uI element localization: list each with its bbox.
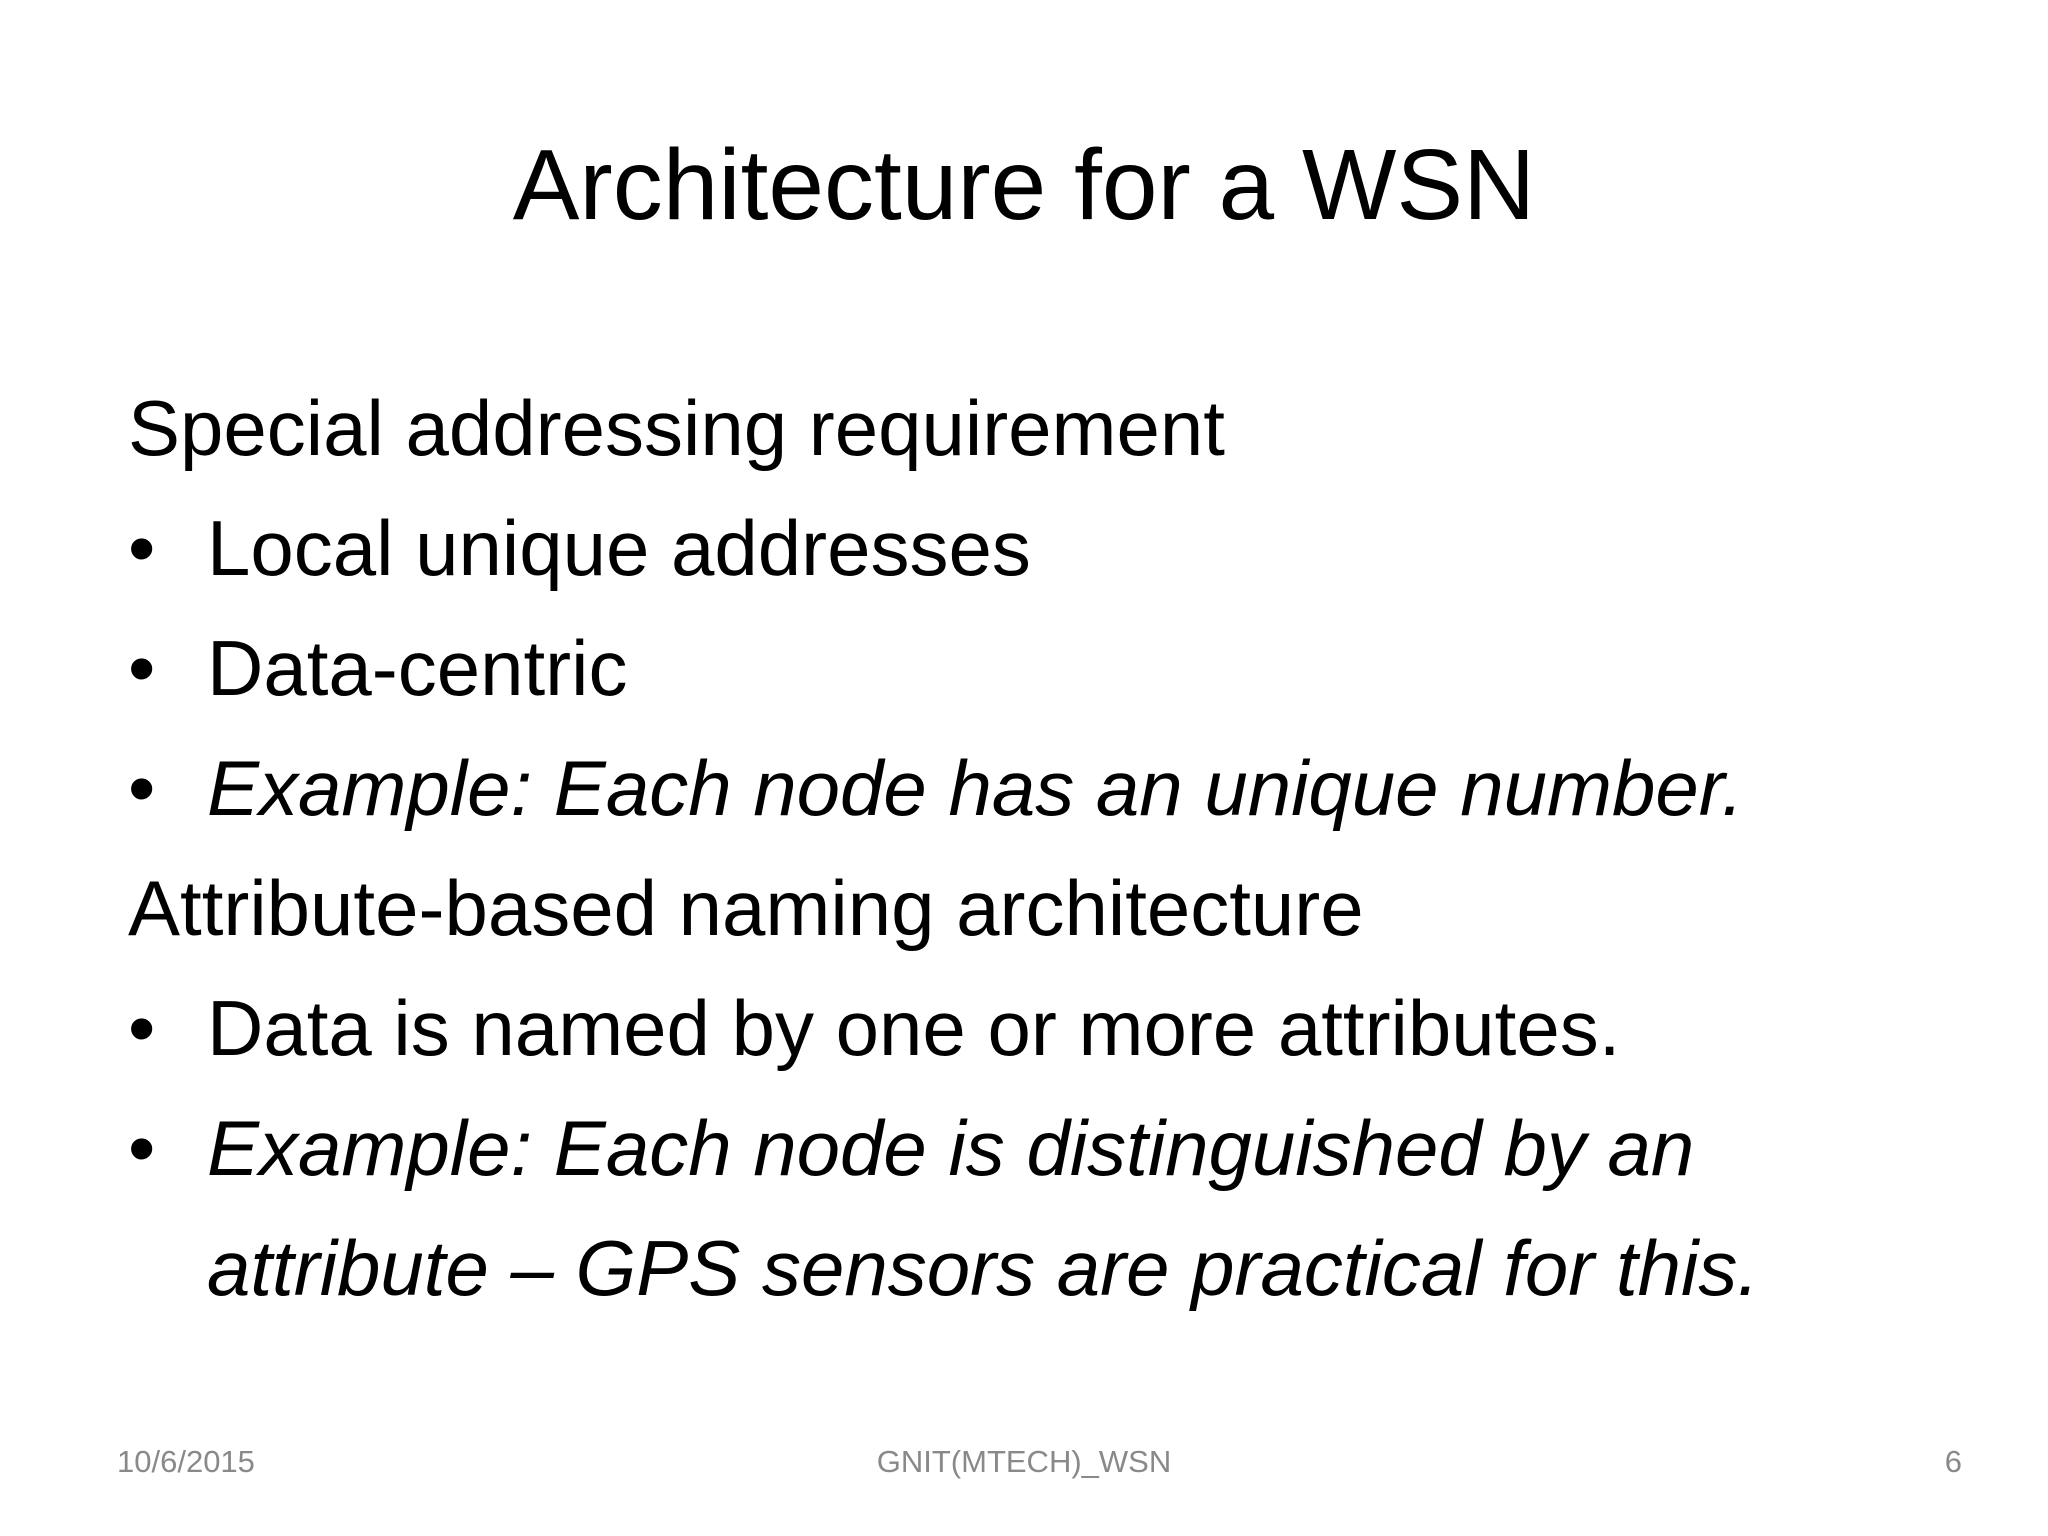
bullet-icon: • — [128, 504, 156, 592]
slide-footer: 10/6/2015 GNIT(MTECH)_WSN 6 — [0, 1442, 2048, 1482]
bullet-icon: • — [128, 984, 156, 1072]
content-line-bullet: • Example: Each node has an unique numbe… — [128, 728, 1828, 848]
bullet-text: Example: Each node has an unique number. — [207, 744, 1744, 832]
footer-page-number: 6 — [1944, 1444, 1962, 1479]
content-line-bullet: • Example: Each node is distinguished by… — [128, 1088, 1828, 1328]
content-line-heading: Special addressing requirement — [128, 368, 1828, 488]
footer-deck-name: GNIT(MTECH)_WSN — [876, 1444, 1172, 1479]
content-area: Special addressing requirement • Local u… — [128, 368, 1828, 1328]
bullet-text: Data-centric — [207, 624, 628, 712]
bullet-icon: • — [128, 624, 156, 712]
bullet-text: Data is named by one or more attributes. — [207, 984, 1621, 1072]
paragraph-text: Special addressing requirement — [128, 384, 1225, 472]
content-line-heading: Attribute-based naming architecture — [128, 848, 1828, 968]
content-line-bullet: • Data is named by one or more attribute… — [128, 968, 1828, 1088]
slide-title: Architecture for a WSN — [512, 129, 1536, 241]
bullet-text: Example: Each node is distinguished by a… — [207, 1104, 1760, 1312]
paragraph-text: Attribute-based naming architecture — [128, 864, 1364, 952]
bullet-icon: • — [128, 744, 156, 832]
bullet-text: Local unique addresses — [207, 504, 1031, 592]
content-line-bullet: • Local unique addresses — [128, 488, 1828, 608]
footer-date: 10/6/2015 — [117, 1444, 255, 1479]
content-line-bullet: • Data-centric — [128, 608, 1828, 728]
bullet-icon: • — [128, 1104, 156, 1192]
